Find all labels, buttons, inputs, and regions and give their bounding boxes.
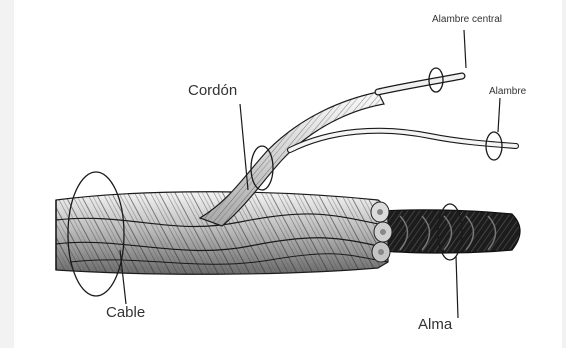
label-alambre-central: Alambre central [432, 14, 502, 25]
core-fiber [372, 210, 520, 253]
label-cable: Cable [106, 304, 145, 321]
strand-ends [371, 202, 392, 262]
leader-lines [120, 30, 500, 318]
leader-wire [498, 98, 500, 132]
leader-strand [240, 104, 248, 190]
label-alambre: Alambre [489, 86, 526, 97]
label-alma: Alma [418, 316, 452, 333]
leader-center-wire [464, 30, 466, 68]
label-cordon: Cordón [188, 82, 237, 99]
leader-core [456, 256, 458, 318]
